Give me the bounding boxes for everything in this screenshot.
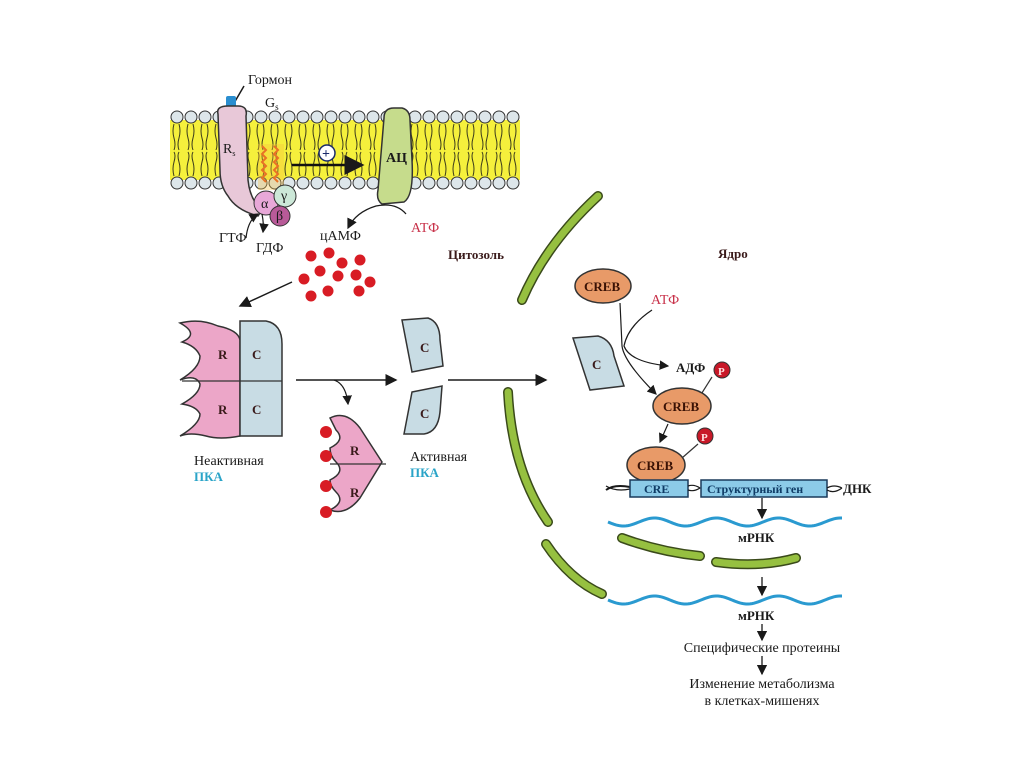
c-label-bottom: C [252,402,261,417]
mrna-strand-cytosolic [607,594,842,606]
active-pka: C C Активная ПКА [401,317,468,480]
bound-camp [320,426,332,438]
nuclear-envelope [503,191,801,599]
creb-phosphorylated: P CREB [652,361,731,425]
c-label-top: C [252,347,261,362]
c-subunit-free [403,385,443,435]
released-r-label-bottom: R [350,485,360,500]
alpha-label: α [261,197,269,212]
camp-dot [305,250,317,262]
camp-to-pka-arrow [238,281,293,308]
hormone-label: Гормон [248,73,293,88]
camp-dot [298,273,310,285]
dna-strand: CRE Структурный ген ДНК [605,479,872,498]
released-r-label-top: R [350,443,360,458]
nucleus-atp-label: АТФ [651,293,679,308]
creb-binding-arrow [659,423,669,444]
phosphorylation-arrows [619,302,670,395]
camp-label: цАМФ [320,229,361,244]
bound-camp [320,480,332,492]
svg-text:P: P [718,366,725,378]
active-label: Активная [410,450,468,465]
camp-dot [350,269,362,281]
cre-box [629,479,689,498]
c-label-free-top: C [420,340,429,355]
metabolism-change-line2: в клетках-мишенях [705,694,820,709]
g-protein-lipid-anchors [258,144,284,190]
r-label-top: R [218,347,228,362]
mrna-label-nuclear: мРНК [738,530,775,545]
atp-label: АТФ [411,221,439,236]
gamma-label: γ [280,189,287,204]
atp-to-camp: АТФ цАМФ [320,204,439,244]
svg-text:+: + [322,147,330,162]
c-subunit-free [401,317,444,373]
regulatory-dimer-with-camp: R R [320,414,386,518]
svg-text:C: C [592,357,601,372]
nucleus-label: Ядро [718,246,748,261]
receptor-shape [216,105,263,217]
r-subunits-shape [177,320,241,439]
activation-arrow [296,374,398,406]
camp-dot [354,254,366,266]
camp-dot [322,285,334,297]
creb-unphosphorylated: CREB [574,268,632,304]
camp-dot [353,285,365,297]
c-subunit-nuclear: C [571,335,626,391]
camp-dot [323,247,335,259]
camp-dot [332,270,344,282]
mrna-label-cytosolic: мРНК [738,608,775,623]
camp-molecules [298,247,376,302]
adenylyl-cyclase: АЦ [376,107,414,205]
plus-icon [318,144,336,162]
hormone-ligand-icon [226,96,236,108]
stimulation-arrow: + [292,144,365,175]
active-pka-label: ПКА [410,465,440,480]
beta-subunit [269,205,291,227]
beta-label: β [276,209,283,224]
hormone: Гормон [226,73,293,111]
creb-bound-to-cre: P CREB [626,427,714,484]
camp-dot [314,265,326,277]
gs-label: Gs [265,96,279,112]
bound-camp [320,450,332,462]
cytosol-label: Цитозоль [448,247,504,262]
metabolism-change-line1: Изменение метаболизма [689,677,835,692]
mrna-strand-nuclear [607,516,842,528]
inactive-pka-label: ПКА [194,469,224,484]
receptor-label: Rs [223,142,235,158]
structural-gene-label: Структурный ген [707,482,803,496]
inactive-pka: R R C C Неактивная ПКА [177,320,283,484]
structural-gene-box [700,479,828,498]
gtp-gdp-exchange: ГТФ ГДФ [219,213,283,256]
g-protein-subunits: α γ β [253,184,297,227]
camp-dot [305,290,317,302]
phosphate-icon [696,427,714,445]
c-subunits-shape [239,320,283,437]
svg-text:CREB: CREB [637,458,673,473]
phosphate-icon [713,361,731,379]
c-label-free-bottom: C [420,406,429,421]
camp-dot [364,276,376,288]
svg-text:CREB: CREB [663,399,699,414]
svg-text:P: P [701,432,708,444]
receptor-rs: Rs [216,105,263,217]
adp-label: АДФ [676,360,705,375]
adenylyl-cyclase-label: АЦ [386,151,407,166]
specific-proteins-label: Специфические протеины [684,641,841,656]
svg-text:CREB: CREB [584,279,620,294]
r-label-bottom: R [218,402,228,417]
dna-label: ДНК [843,481,872,496]
cre-label: CRE [644,482,669,496]
camp-dot [336,257,348,269]
gdp-label: ГДФ [256,241,283,256]
bound-camp [320,506,332,518]
gtp-label: ГТФ [219,231,246,246]
inactive-label: Неактивная [194,454,264,469]
